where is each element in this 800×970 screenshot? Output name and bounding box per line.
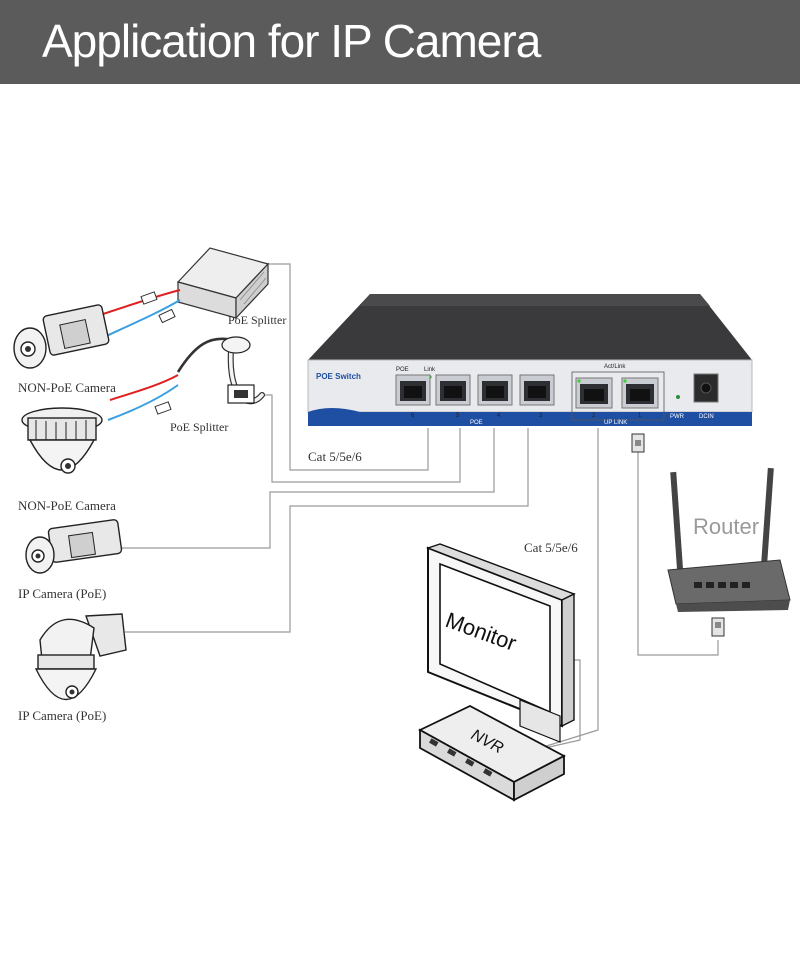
poe-switch: POE Switch POE Link Act/Link [307, 294, 753, 426]
port-number-5: 5 [456, 413, 460, 419]
rj45-plug-top [631, 433, 645, 453]
ip-camera-2-icon [34, 613, 127, 700]
cable-uplink1-router [637, 440, 719, 656]
cable-ipcam2-port3 [125, 428, 529, 633]
non-poe-camera-2-icon [21, 407, 103, 474]
poe-port-4[interactable] [477, 374, 513, 406]
poe-port-5[interactable] [435, 374, 471, 406]
poe-splitter-box [176, 247, 270, 320]
switch-brand: POE Switch [316, 372, 361, 381]
dcin-label: DCIN [699, 414, 714, 420]
cable-monitor-nvr [544, 659, 581, 749]
header-banner: Application for IP Camera [0, 0, 800, 84]
page-title: Application for IP Camera [42, 15, 541, 67]
data-cable-blue-1 [101, 299, 181, 339]
cable-splitter1-port6 [262, 263, 429, 471]
router-label: Router [693, 514, 759, 539]
poe-led-label: POE [396, 367, 409, 373]
poe-port-6[interactable] [395, 374, 431, 406]
uplink-port-1[interactable] [621, 377, 659, 409]
port-number-3: 3 [539, 413, 543, 419]
pwr-label: PWR [670, 414, 685, 420]
ip-camera-1-icon [25, 519, 123, 574]
uplink-port-2[interactable] [575, 377, 613, 409]
cable-label-left: Cat 5/5e/6 [308, 449, 362, 464]
poe-group-label: POE [470, 420, 483, 426]
ip-camera-label-1: IP Camera (PoE) [18, 586, 106, 601]
switch-top [308, 294, 752, 360]
port-number-4: 4 [497, 413, 501, 419]
power-cable-red-2 [109, 374, 179, 401]
poe-splitter-pigtail [176, 336, 265, 405]
port-number-1: 1 [638, 413, 642, 419]
nvr-icon [418, 704, 566, 802]
port-number-2: 2 [592, 413, 596, 419]
pwr-led [676, 395, 680, 399]
monitor-icon [425, 543, 576, 743]
non-poe-camera-1-icon [13, 304, 110, 369]
uplink-group-label: UP LINK [604, 420, 627, 426]
poe-splitter-label-1: PoE Splitter [228, 313, 286, 327]
router-icon [667, 467, 791, 612]
ip-camera-label-2: IP Camera (PoE) [18, 708, 106, 723]
non-poe-camera-label-1: NON-PoE Camera [18, 380, 116, 395]
port-number-6: 6 [411, 413, 415, 419]
link-led-label: Link [424, 367, 436, 373]
poe-splitter-label-2: PoE Splitter [170, 420, 228, 434]
cable-label-right: Cat 5/5e/6 [524, 540, 578, 555]
poe-port-3[interactable] [519, 374, 555, 406]
cable-splitter2-port5 [262, 394, 461, 483]
data-cable-blue-2 [107, 384, 179, 421]
non-poe-camera-label-2: NON-PoE Camera [18, 498, 116, 513]
cable-ipcam1-port4 [120, 428, 495, 549]
act-link-label: Act/Link [604, 364, 626, 370]
rj45-plug-bottom [711, 617, 725, 637]
cable-lines [120, 263, 719, 749]
